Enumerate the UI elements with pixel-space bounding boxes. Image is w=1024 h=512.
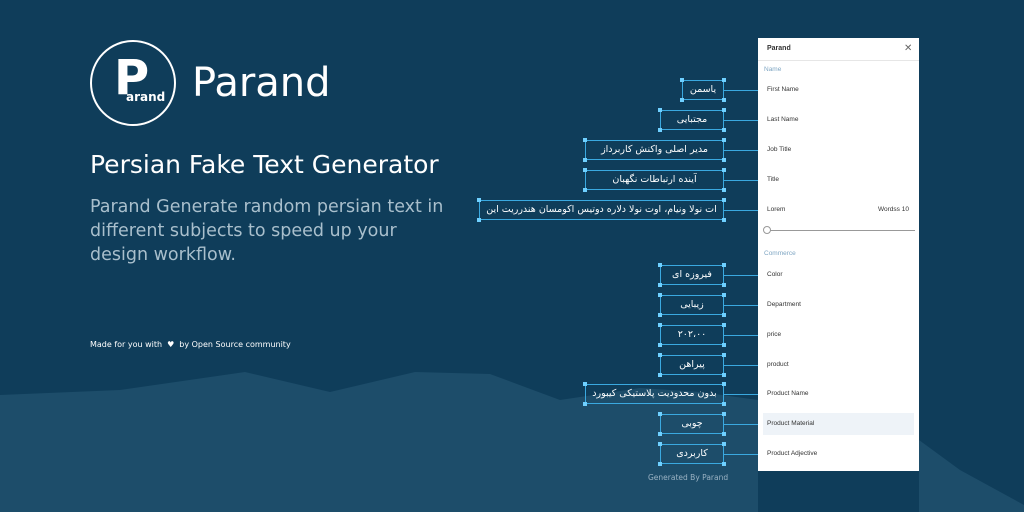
row-label: Product Adjective: [767, 450, 818, 457]
generated-first-name[interactable]: یاسمن: [680, 78, 726, 102]
generated-text: مدیر اصلی واکنش کاربرداز: [601, 144, 708, 155]
row-label: Product Name: [767, 390, 809, 397]
generated-text: ۲۰۲،۰۰: [677, 329, 707, 340]
connector: [724, 275, 758, 276]
generated-text: ات نولا ونیام، اوت نولا دلاره دوتیس اکوم…: [486, 204, 717, 215]
row-product-material[interactable]: Product Material: [763, 413, 914, 435]
generated-text: پیراهن: [679, 359, 705, 370]
section-commerce: Commerce: [764, 250, 796, 257]
connector: [724, 454, 758, 455]
generated-color[interactable]: فیروزه ای: [658, 263, 726, 287]
row-label: Department: [767, 301, 801, 308]
heart-icon: ♥: [167, 340, 175, 349]
close-icon[interactable]: ✕: [904, 43, 913, 54]
footer-credit: Generated By Parand: [648, 473, 729, 482]
panel-title: Parand: [767, 45, 791, 52]
generated-title[interactable]: آینده ارتباطات نگهبان: [583, 168, 726, 192]
generated-text: چوبی: [681, 418, 703, 429]
generated-text: فیروزه ای: [672, 269, 712, 280]
generated-price[interactable]: ۲۰۲،۰۰: [658, 323, 726, 347]
description: Parand Generate random persian text in d…: [90, 197, 444, 265]
connector: [724, 150, 758, 151]
generated-product-name[interactable]: بدون محدودیت پلاستیکی کیبورد: [583, 382, 726, 406]
connector: [724, 210, 758, 211]
plugin-panel: Parand ✕ Name First Name Last Name Job T…: [758, 38, 919, 471]
generated-department[interactable]: زیبایی: [658, 293, 726, 317]
slider-thumb[interactable]: [763, 226, 771, 234]
row-label: Title: [767, 176, 780, 183]
generated-lorem[interactable]: ات نولا ونیام، اوت نولا دلاره دوتیس اکوم…: [477, 198, 726, 222]
generated-text: یاسمن: [689, 84, 717, 95]
generated-last-name[interactable]: مجتبایی: [658, 108, 726, 132]
generated-text: کاربردی: [676, 448, 708, 459]
connector: [724, 394, 758, 395]
credits-before: Made for you with: [90, 340, 163, 349]
logo-letter: P: [114, 50, 150, 106]
section-name: Name: [764, 66, 782, 73]
generated-product-adjective[interactable]: کاربردی: [658, 442, 726, 466]
row-price[interactable]: price: [758, 324, 919, 346]
connector: [724, 335, 758, 336]
row-label: product: [767, 361, 789, 368]
app-name: Parand: [192, 60, 331, 106]
panel-header: Parand ✕: [758, 38, 919, 61]
row-department[interactable]: Department: [758, 294, 919, 316]
row-label: Last Name: [767, 116, 799, 123]
row-label: First Name: [767, 86, 799, 93]
generated-text: مجتبایی: [676, 114, 708, 125]
word-count-slider[interactable]: [767, 230, 915, 231]
credits: Made for you with ♥ by Open Source communi…: [90, 340, 291, 349]
connector: [724, 365, 758, 366]
logo-subtext: arand: [126, 90, 166, 104]
row-first-name[interactable]: First Name: [758, 79, 919, 101]
logo: P arand: [90, 40, 176, 126]
row-title[interactable]: Title: [758, 169, 919, 191]
generated-job-title[interactable]: مدیر اصلی واکنش کاربرداز: [583, 138, 726, 162]
connector: [724, 424, 758, 425]
connector: [724, 305, 758, 306]
generated-text: آینده ارتباطات نگهبان: [612, 174, 697, 185]
row-product-name[interactable]: Product Name: [758, 383, 919, 405]
row-label: Lorem: [767, 206, 786, 213]
row-color[interactable]: Color: [758, 264, 919, 286]
connector: [724, 180, 758, 181]
page-title: Persian Fake Text Generator: [90, 150, 439, 179]
credits-after: by Open Source community: [179, 340, 291, 349]
generated-text: بدون محدودیت پلاستیکی کیبورد: [592, 388, 717, 399]
connector: [724, 120, 758, 121]
generated-product-material[interactable]: چوبی: [658, 412, 726, 436]
row-product[interactable]: product: [758, 354, 919, 376]
row-label: Product Material: [767, 420, 815, 427]
generated-text: زیبایی: [680, 299, 704, 310]
row-lorem[interactable]: Lorem Wordss 10: [758, 199, 919, 221]
word-count-label: Wordss 10: [878, 206, 909, 213]
row-label: Job Title: [767, 146, 792, 153]
row-product-adjective[interactable]: Product Adjective: [758, 443, 919, 465]
connector: [724, 90, 758, 91]
row-label: price: [767, 331, 782, 338]
row-last-name[interactable]: Last Name: [758, 109, 919, 131]
generated-product[interactable]: پیراهن: [658, 353, 726, 377]
row-label: Color: [767, 271, 783, 278]
row-job-title[interactable]: Job Title: [758, 139, 919, 161]
